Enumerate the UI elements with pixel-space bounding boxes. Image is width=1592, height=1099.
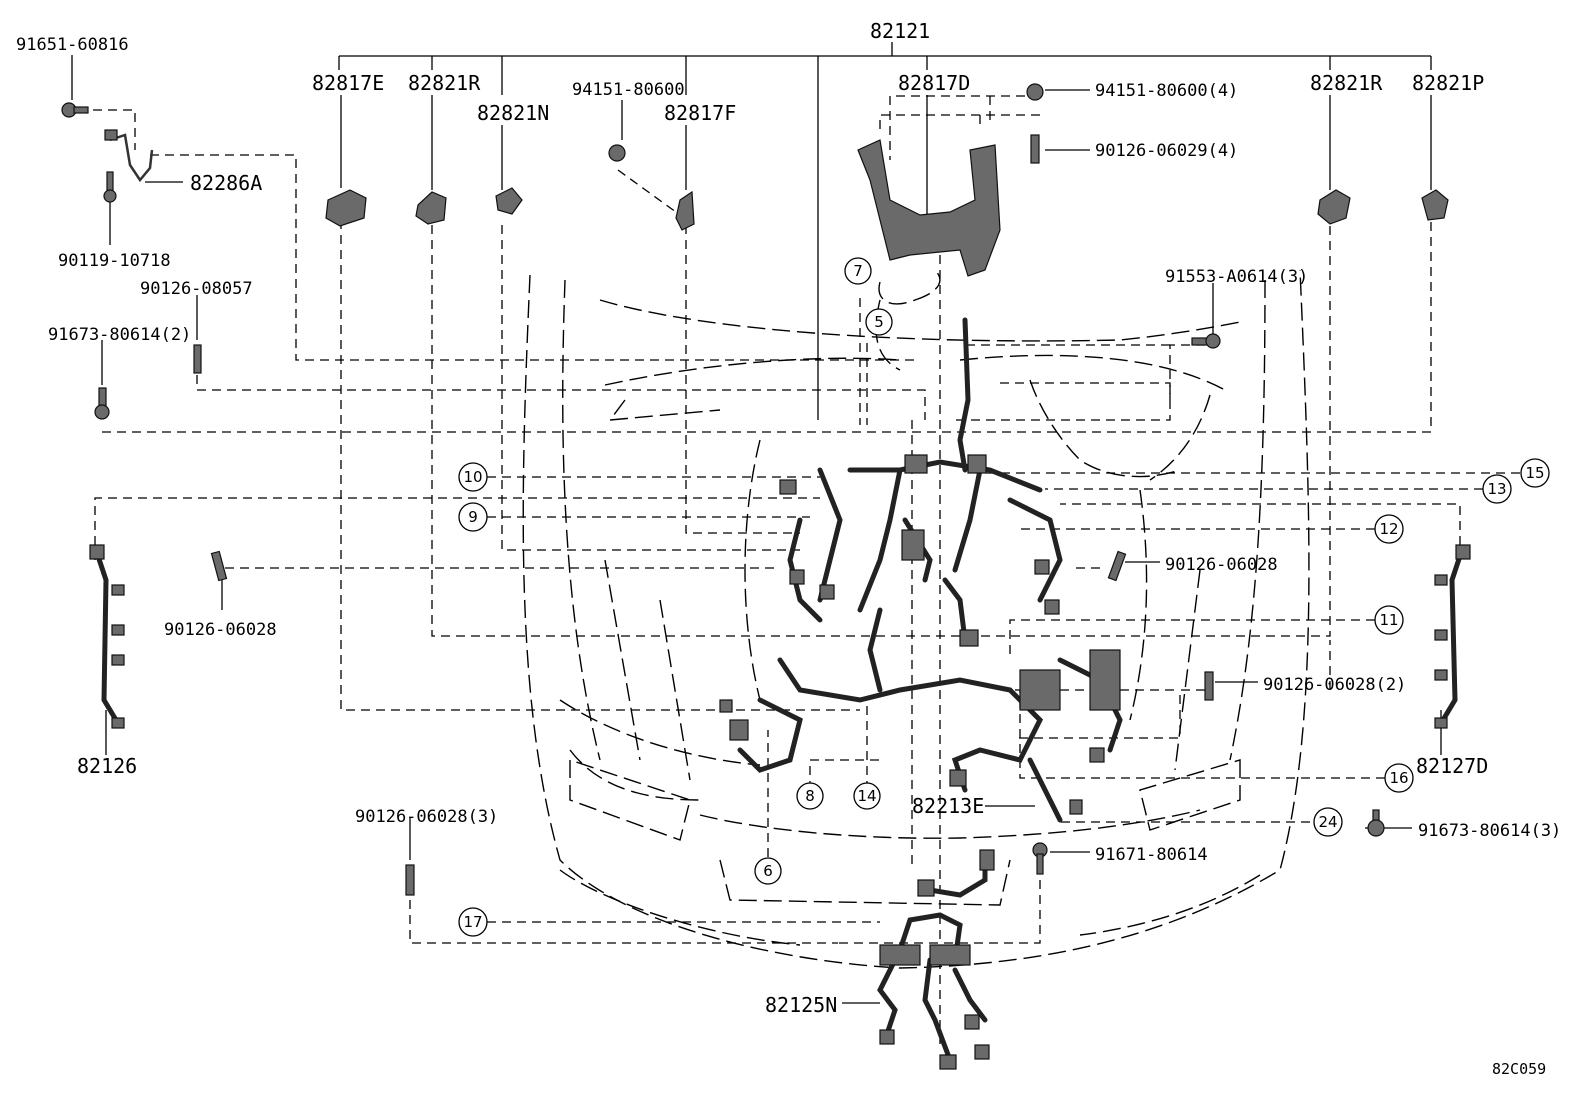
label-90126-06028-2: 90126-06028(2) xyxy=(1263,675,1406,695)
clip-94151-80600-icon xyxy=(608,144,626,162)
label-82817E: 82817E xyxy=(312,71,384,95)
ref-marker-10: 10 xyxy=(458,462,488,492)
label-90126-08057: 90126-08057 xyxy=(140,279,253,299)
reference-markers: 7 5 10 9 15 13 12 11 xyxy=(458,257,1550,937)
svg-text:12: 12 xyxy=(1379,520,1398,538)
connector-82821N-icon xyxy=(495,187,523,215)
part-labels: 82121 82817E 82821R 82821N 94151-80600 8… xyxy=(16,19,1561,1017)
stud-90126-06029-4-icon xyxy=(1030,134,1040,164)
bracket-82817D-icon xyxy=(857,139,1001,277)
label-82286A: 82286A xyxy=(190,171,262,195)
harness-82125N-icon xyxy=(877,849,995,1070)
label-82121: 82121 xyxy=(870,19,930,43)
clip-94151-80600-4-icon xyxy=(1026,83,1044,101)
label-90126-06028-right: 90126-06028 xyxy=(1165,555,1278,575)
label-90126-06028-3: 90126-06028(3) xyxy=(355,807,498,827)
ref-marker-24: 24 xyxy=(1313,807,1343,837)
bolt-91673-80614-3-icon xyxy=(1367,809,1385,837)
ref-marker-17: 17 xyxy=(458,907,488,937)
svg-text:6: 6 xyxy=(763,862,773,880)
stud-90126-06028-2-icon xyxy=(1204,671,1214,701)
stud-90126-06028-3-icon xyxy=(405,864,415,896)
label-82821R-left: 82821R xyxy=(408,71,481,95)
bolt-91671-80614-icon xyxy=(1032,842,1048,875)
svg-text:5: 5 xyxy=(874,313,884,331)
svg-text:17: 17 xyxy=(463,913,482,931)
svg-text:24: 24 xyxy=(1318,813,1337,831)
label-82817D: 82817D xyxy=(898,71,970,95)
svg-text:9: 9 xyxy=(468,508,478,526)
bolt-91651-60816-icon xyxy=(61,102,89,118)
label-82817F: 82817F xyxy=(664,101,736,125)
bolt-90119-10718-icon xyxy=(103,171,117,203)
parts xyxy=(61,83,1471,1070)
label-90119-10718: 90119-10718 xyxy=(58,251,171,271)
label-82125N: 82125N xyxy=(765,993,837,1017)
label-82821R-right: 82821R xyxy=(1310,71,1383,95)
label-82127D: 82127D xyxy=(1416,754,1488,778)
ref-marker-14: 14 xyxy=(853,782,881,810)
label-82126: 82126 xyxy=(77,754,137,778)
stud-90126-06028-right-icon xyxy=(1107,550,1127,582)
label-91651-60816: 91651-60816 xyxy=(16,35,129,55)
ref-marker-7: 7 xyxy=(844,257,872,285)
harness-82127D-icon xyxy=(1434,544,1471,729)
ref-marker-15: 15 xyxy=(1520,458,1550,488)
ref-marker-5: 5 xyxy=(865,308,893,336)
label-91673-80614-2: 91673-80614(2) xyxy=(48,325,191,345)
connector-82817F-icon xyxy=(675,190,695,231)
engine-harness-82121-icon xyxy=(719,317,1123,823)
ref-marker-9: 9 xyxy=(458,502,488,532)
ref-marker-8: 8 xyxy=(796,782,824,810)
bolt-91553-A0614-3-icon xyxy=(1191,333,1221,349)
svg-text:11: 11 xyxy=(1379,611,1398,629)
svg-text:16: 16 xyxy=(1389,769,1408,787)
ref-marker-13: 13 xyxy=(1482,474,1512,504)
label-94151-80600: 94151-80600 xyxy=(572,80,685,100)
svg-text:8: 8 xyxy=(805,787,815,805)
label-91553-A0614-3: 91553-A0614(3) xyxy=(1165,267,1308,287)
label-82213E: 82213E xyxy=(912,794,984,818)
label-82821P: 82821P xyxy=(1412,71,1484,95)
connector-82817E-icon xyxy=(325,189,367,227)
label-91671-80614: 91671-80614 xyxy=(1095,845,1208,865)
stud-90126-08057-icon xyxy=(193,344,202,374)
label-82821N: 82821N xyxy=(477,101,549,125)
svg-text:14: 14 xyxy=(857,787,876,805)
connector-82821P-icon xyxy=(1421,189,1449,221)
ref-marker-16: 16 xyxy=(1384,763,1414,793)
stud-90126-06028-left-icon xyxy=(210,550,228,582)
connector-82821R-left-icon xyxy=(415,191,447,225)
label-91673-80614-3: 91673-80614(3) xyxy=(1418,821,1561,841)
dashed-routing-lines xyxy=(78,95,1535,1050)
label-90126-06029-4: 90126-06029(4) xyxy=(1095,141,1238,161)
harness-82126-icon xyxy=(89,544,125,729)
svg-text:15: 15 xyxy=(1525,464,1544,482)
label-90126-06028-left: 90126-06028 xyxy=(164,620,277,640)
ref-marker-11: 11 xyxy=(1374,605,1404,635)
leader-lines xyxy=(71,42,1442,1004)
ref-marker-6: 6 xyxy=(754,857,782,885)
svg-text:10: 10 xyxy=(463,468,482,486)
ref-marker-12: 12 xyxy=(1374,514,1404,544)
connector-82821R-right-icon xyxy=(1317,189,1351,225)
label-94151-80600-4: 94151-80600(4) xyxy=(1095,81,1238,101)
bolt-91673-80614-2-icon xyxy=(94,387,110,420)
vehicle-body-outline xyxy=(522,269,1310,969)
svg-text:7: 7 xyxy=(853,262,863,280)
svg-text:13: 13 xyxy=(1487,480,1506,498)
bracket-82286A-icon xyxy=(104,129,154,183)
diagram-code: 82C059 xyxy=(1492,1060,1546,1078)
